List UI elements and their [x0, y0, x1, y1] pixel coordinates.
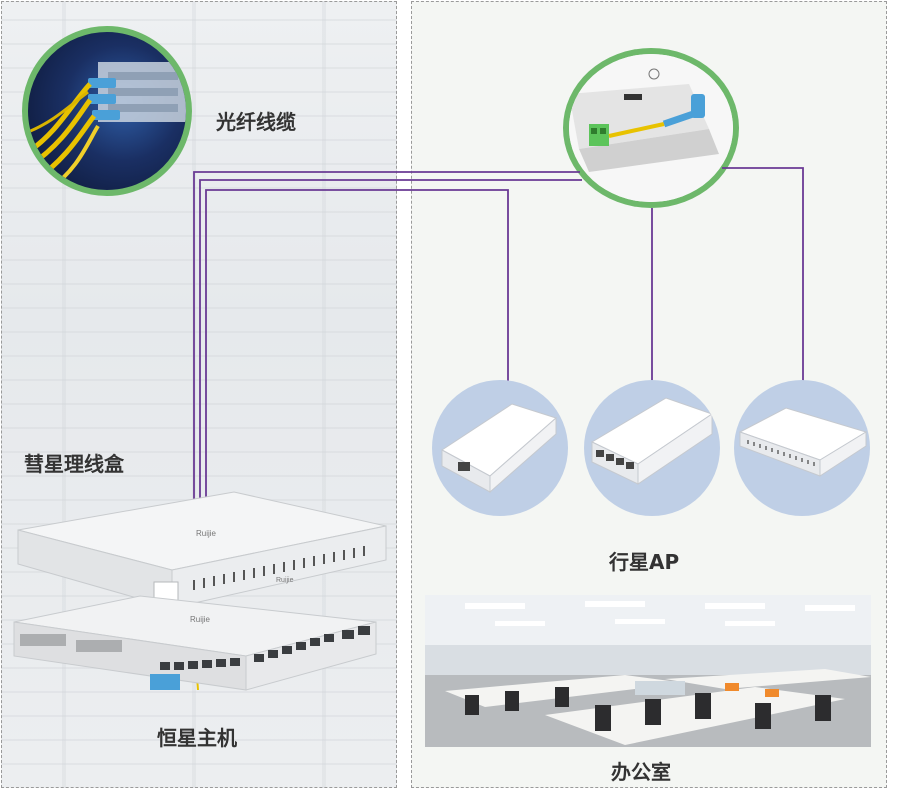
ap-four-port — [584, 380, 720, 516]
wire-to-connector-2 — [199, 179, 582, 500]
comet-box-label: 彗星理线盒 — [24, 452, 124, 476]
wire-group — [193, 167, 804, 500]
connector-photo — [563, 48, 739, 208]
connector-illustration — [569, 54, 733, 202]
wire-to-ap1 — [205, 189, 509, 500]
ap-ceiling-illustration — [738, 407, 868, 477]
host-label: 恒星主机 — [157, 726, 237, 750]
host-device: Ruijie — [13, 595, 377, 691]
ap-wall-plate — [432, 380, 568, 516]
fiber-cable-illustration — [28, 62, 186, 190]
ap-label: 行星AP — [609, 550, 680, 574]
comet-box-front-logo: Ruijie — [276, 577, 294, 584]
fiber-cable-photo — [22, 26, 192, 196]
office-label: 办公室 — [611, 760, 671, 784]
ap-wall-plate-illustration — [441, 403, 557, 494]
ap-ceiling — [734, 380, 870, 516]
office-photo — [425, 595, 871, 747]
comet-box-device: Ruijie Ruijie — [17, 491, 387, 609]
host-logo: Ruijie — [190, 615, 211, 624]
office-illustration — [425, 595, 871, 747]
ap-four-port-illustration — [590, 397, 714, 485]
wire-to-connector-1 — [193, 171, 580, 500]
comet-box-logo: Ruijie — [196, 529, 217, 538]
wire-to-ap3 — [722, 167, 804, 382]
fiber-cable-label: 光纤线缆 — [216, 110, 296, 134]
